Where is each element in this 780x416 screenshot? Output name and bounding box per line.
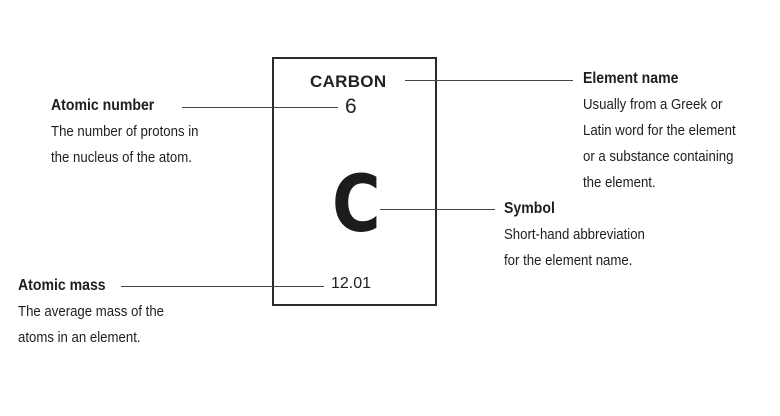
atomic-mass-title: Atomic mass (18, 277, 106, 294)
atomic-number-leader-line (182, 107, 338, 108)
symbol-desc-line: Short-hand abbreviation (504, 226, 645, 243)
atomic-mass-desc-line: atoms in an element. (18, 329, 141, 346)
atomic-number-desc-line: the nucleus of the atom. (51, 149, 192, 166)
atomic-number: 6 (345, 95, 357, 118)
atomic-number-label: Atomic number The number of protons in t… (51, 93, 198, 171)
symbol-leader-line (380, 209, 495, 210)
element-name-desc-line: Latin word for the element (583, 122, 736, 139)
atomic-mass-leader-line (121, 286, 324, 287)
symbol-desc-line: for the element name. (504, 252, 633, 269)
element-name-desc-line: or a substance containing (583, 148, 734, 165)
symbol-title: Symbol (504, 200, 555, 217)
symbol-label: Symbol Short-hand abbreviation for the e… (504, 196, 645, 274)
element-name-title: Element name (583, 70, 679, 87)
atomic-mass-desc-line: The average mass of the (18, 303, 165, 320)
element-name-label: Element name Usually from a Greek or Lat… (583, 66, 736, 196)
atomic-mass-label: Atomic mass The average mass of the atom… (18, 273, 164, 351)
element-tile (272, 57, 437, 306)
atomic-number-title: Atomic number (51, 97, 155, 114)
element-name-desc-line: the element. (583, 174, 656, 191)
element-name-desc-line: Usually from a Greek or (583, 96, 723, 113)
element-symbol: C (332, 160, 381, 250)
atomic-number-desc-line: The number of protons in (51, 123, 199, 140)
element-name: CARBON (310, 72, 387, 91)
atomic-mass: 12.01 (331, 275, 372, 292)
element-name-leader-line (405, 80, 573, 81)
